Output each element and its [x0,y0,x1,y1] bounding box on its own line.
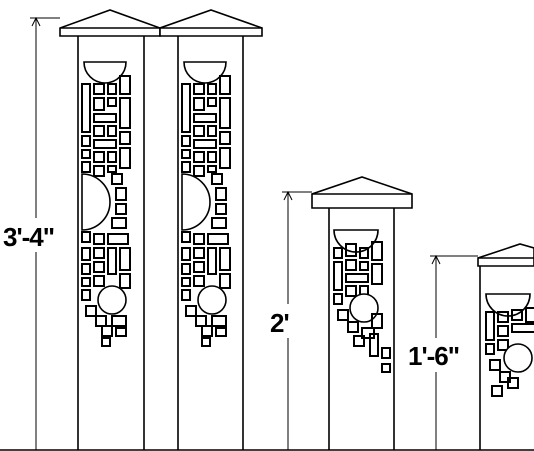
dimension-1ft-6in: 1'-6" [406,254,478,450]
dimension-label-3ft-4in: 3'-4" [3,222,54,252]
column-tall-2 [159,9,263,450]
dimension-label-2ft: 2' [270,308,289,338]
lattice-panel [181,61,231,347]
lattice-panel [81,61,131,347]
column-cap [159,9,263,37]
dimension-3ft-4in: 3'-4" [0,16,70,450]
column-2ft [311,176,413,450]
lattice-panel [333,229,391,373]
column-cap [59,9,161,37]
column-cap [311,176,413,209]
column-tall-1 [59,9,161,450]
dimension-label-1ft-6in: 1'-6" [408,341,459,371]
lattice-panel [485,293,534,397]
column-1ft-6in [477,243,534,450]
dimension-2ft: 2' [266,190,312,450]
column-cap [477,243,534,267]
